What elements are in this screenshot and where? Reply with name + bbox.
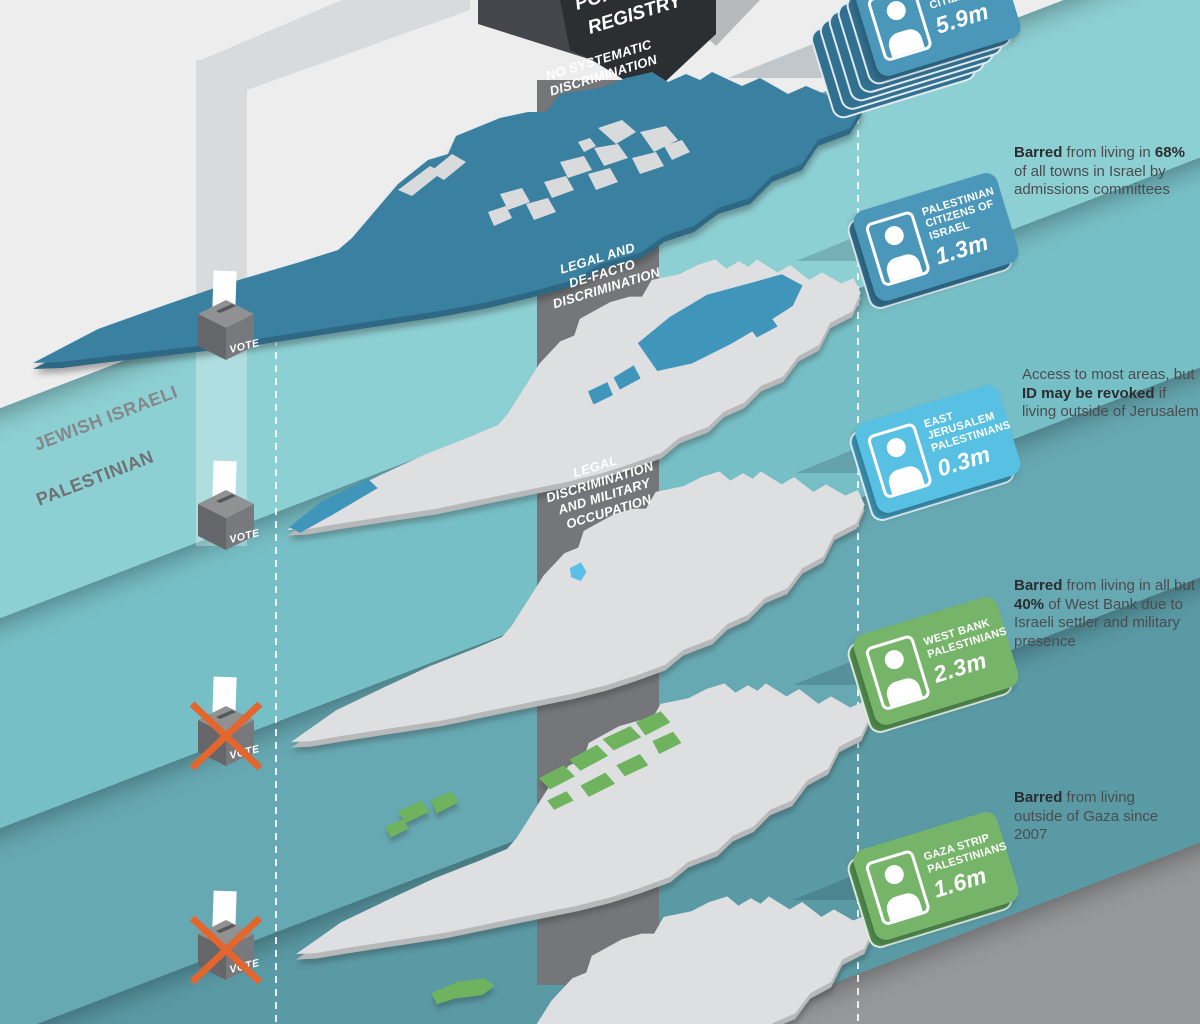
person-icon bbox=[864, 633, 932, 712]
map-tier4-west-bank bbox=[296, 683, 870, 960]
map-tier1-jewish-israeli bbox=[33, 72, 862, 369]
person-icon bbox=[864, 209, 932, 288]
ballot-box-4-crossed: VOTE bbox=[190, 888, 262, 992]
ballot-paper bbox=[212, 460, 237, 500]
map-tier5-gaza bbox=[299, 896, 873, 1024]
ballot-paper bbox=[212, 676, 237, 716]
person-icon bbox=[866, 421, 934, 500]
annotation-citizens: Barred from living in 68% of all towns i… bbox=[1014, 144, 1185, 199]
ballot-box-2: VOTE bbox=[190, 458, 262, 562]
crossed-out-x bbox=[190, 915, 262, 985]
ballot-box-3-crossed: VOTE bbox=[190, 674, 262, 778]
person-icon bbox=[866, 0, 934, 63]
annotation-west-bank: Barred from living in all but 40% of Wes… bbox=[1014, 577, 1195, 650]
map-tier3-east-jerusalem bbox=[291, 471, 865, 748]
annotation-gaza: Barred from living outside of Gaza since… bbox=[1014, 789, 1159, 844]
map-tier2-palestinian-citizens bbox=[287, 259, 861, 536]
crossed-out-x bbox=[190, 701, 262, 771]
population-registry-box: POPULATION REGISTRY bbox=[478, 0, 760, 96]
ballot-paper bbox=[212, 270, 237, 310]
dashed-line-left bbox=[275, 300, 277, 1024]
registry-connector-diagonal bbox=[196, 0, 470, 90]
annotation-east-jerusalem: Access to most areas, but ID may be revo… bbox=[1022, 366, 1199, 421]
ballot-paper bbox=[212, 890, 237, 930]
ballot-box-1: VOTE bbox=[190, 268, 262, 372]
person-icon bbox=[864, 848, 932, 927]
